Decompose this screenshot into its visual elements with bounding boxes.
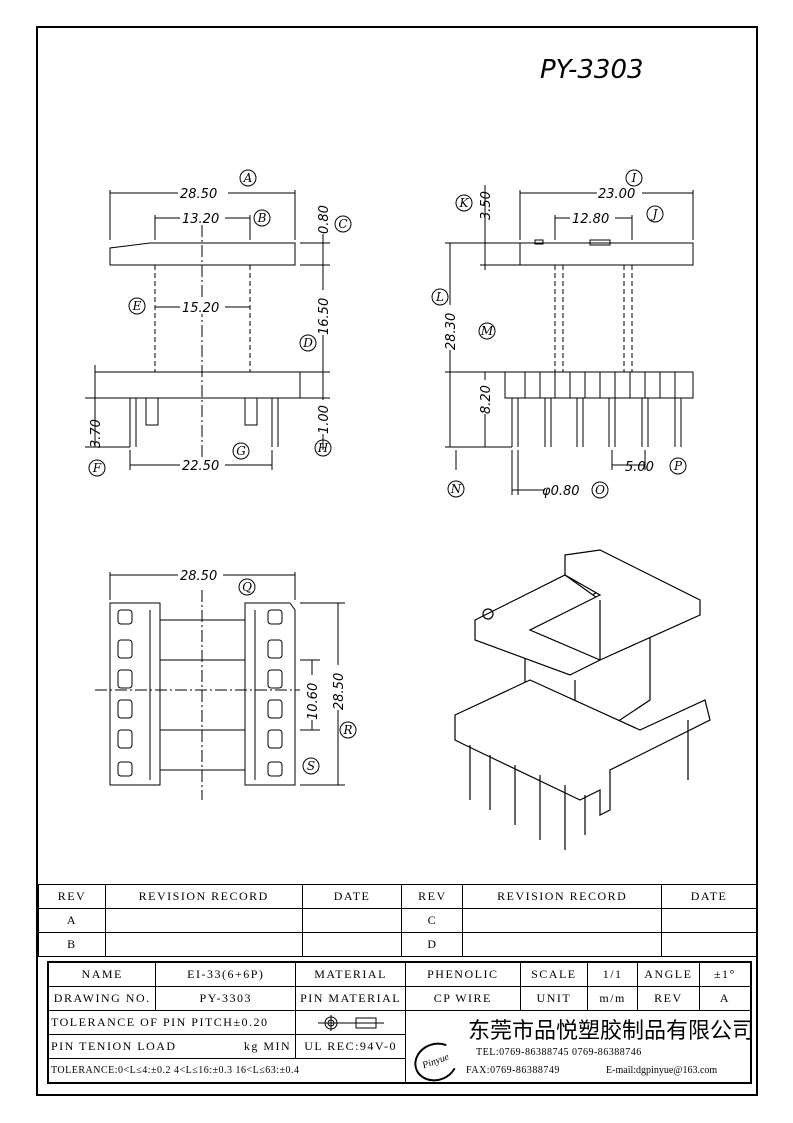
header-rev: REV <box>38 884 106 909</box>
callout-Q: Q <box>242 580 252 594</box>
pin-material-label: PIN MATERIAL <box>295 986 407 1011</box>
callout-C: C <box>338 217 347 231</box>
company-email: E-mail:dgpinyue@163.com <box>606 1065 718 1076</box>
company-block: Pinyue 东莞市品悦塑胶制品有限公司 TEL:0769-86388745 0… <box>405 1010 755 1088</box>
dim-J: 12.80 <box>572 212 609 227</box>
callout-L: L <box>435 290 444 304</box>
callout-G: G <box>236 444 246 458</box>
pin-pitch-tolerance: TOLERANCE OF PIN PITCH±0.20 <box>47 1010 297 1035</box>
cell: B <box>38 932 106 957</box>
first-angle-projection-icon <box>317 1014 384 1031</box>
callout-N: N <box>450 482 462 496</box>
callout-P: P <box>673 459 683 473</box>
callout-M: M <box>480 324 494 338</box>
dim-P: 5.00 <box>625 460 654 475</box>
general-tolerance: TOLERANCE:0<L≤4:±0.2 4<L≤16:±0.3 16<L≤63… <box>47 1058 407 1084</box>
cell <box>301 932 403 957</box>
dim-K: 3.50 <box>479 191 494 220</box>
callout-K: K <box>459 196 470 210</box>
title-block: NAME EI-33(6+6P) MATERIAL PHENOLIC SCALE… <box>47 961 755 1088</box>
cell: A <box>38 908 106 933</box>
header-revision-record: REVISION RECORD <box>104 884 303 909</box>
company-tel: TEL:0769-86388745 0769-86388746 <box>476 1047 642 1058</box>
cell <box>104 932 303 957</box>
projection-symbol <box>295 1010 407 1035</box>
dim-E: 15.20 <box>182 301 219 316</box>
dim-B: 13.20 <box>182 212 219 227</box>
callout-F: F <box>92 461 102 475</box>
drawing-no-value: PY-3303 <box>155 986 297 1011</box>
cell <box>104 908 303 933</box>
callout-O: O <box>595 483 605 497</box>
dim-O: φ0.80 <box>542 484 580 499</box>
callout-E: E <box>132 299 142 313</box>
dim-Q: 28.50 <box>180 569 217 584</box>
pin-material-value: CP WIRE <box>405 986 521 1011</box>
header-rev: REV <box>401 884 464 909</box>
callout-H: H <box>317 441 329 455</box>
sheet-border <box>36 26 758 1096</box>
callout-S: S <box>307 759 315 773</box>
pinyue-logo: Pinyue <box>408 1036 464 1088</box>
dim-C: 0.80 <box>317 205 332 234</box>
cell: D <box>401 932 464 957</box>
dim-R: 28.50 <box>332 673 347 710</box>
cell <box>462 932 663 957</box>
ul-rating: UL REC:94V-0 <box>295 1034 407 1059</box>
company-name: 东莞市品悦塑胶制品有限公司 <box>468 1019 755 1044</box>
material-label: MATERIAL <box>295 961 407 987</box>
dim-A: 28.50 <box>180 187 217 202</box>
table-header-row: REV REVISION RECORD DATE REV REVISION RE… <box>38 884 757 909</box>
header-date: DATE <box>661 884 757 909</box>
angle-value: ±1° <box>698 961 752 987</box>
name-value: EI-33(6+6P) <box>155 961 297 987</box>
pin-load-row: PIN TENION LOAD kg MIN <box>47 1034 297 1059</box>
cell <box>301 908 403 933</box>
callout-B: B <box>257 211 267 225</box>
side-view <box>445 185 694 495</box>
rev-value: A <box>698 986 752 1011</box>
pin-load-unit: kg MIN <box>243 1039 292 1053</box>
dim-M: 8.20 <box>479 385 494 414</box>
rev-label: REV <box>636 986 700 1011</box>
callout-R: R <box>342 723 352 737</box>
material-value: PHENOLIC <box>405 961 521 987</box>
revision-table: REV REVISION RECORD DATE REV REVISION RE… <box>38 884 757 957</box>
scale-label: SCALE <box>519 961 589 987</box>
cell <box>661 932 757 957</box>
dim-I: 23.00 <box>598 187 635 202</box>
dim-F: 3.70 <box>89 419 104 448</box>
scale-value: 1/1 <box>587 961 638 987</box>
cell <box>462 908 663 933</box>
unit-label: UNIT <box>519 986 589 1011</box>
name-label: NAME <box>47 961 157 987</box>
callout-I: I <box>631 171 637 185</box>
drawing-no-label: DRAWING NO. <box>47 986 157 1011</box>
cell: C <box>401 908 464 933</box>
front-view <box>85 190 330 470</box>
dim-G: 22.50 <box>182 459 219 474</box>
dimension-callouts: A B C D E F G H I J K L M N O P Q R S <box>88 169 687 775</box>
callout-J: J <box>650 207 659 221</box>
pin-load-label: PIN TENION LOAD <box>51 1039 177 1053</box>
dim-H: 1.00 <box>317 405 332 434</box>
dim-D: 16.50 <box>317 298 332 335</box>
company-fax: FAX:0769-86388749 <box>466 1065 560 1076</box>
header-revision-record: REVISION RECORD <box>462 884 663 909</box>
callout-D: D <box>302 336 313 350</box>
header-date: DATE <box>301 884 403 909</box>
isometric-view <box>454 549 711 850</box>
dim-S: 10.60 <box>306 683 321 720</box>
dim-L: 28.30 <box>444 313 459 350</box>
angle-label: ANGLE <box>636 961 700 987</box>
drawing-title: PY-3303 <box>540 55 644 85</box>
unit-value: m/m <box>587 986 638 1011</box>
callout-A: A <box>243 171 253 185</box>
cell <box>661 908 757 933</box>
